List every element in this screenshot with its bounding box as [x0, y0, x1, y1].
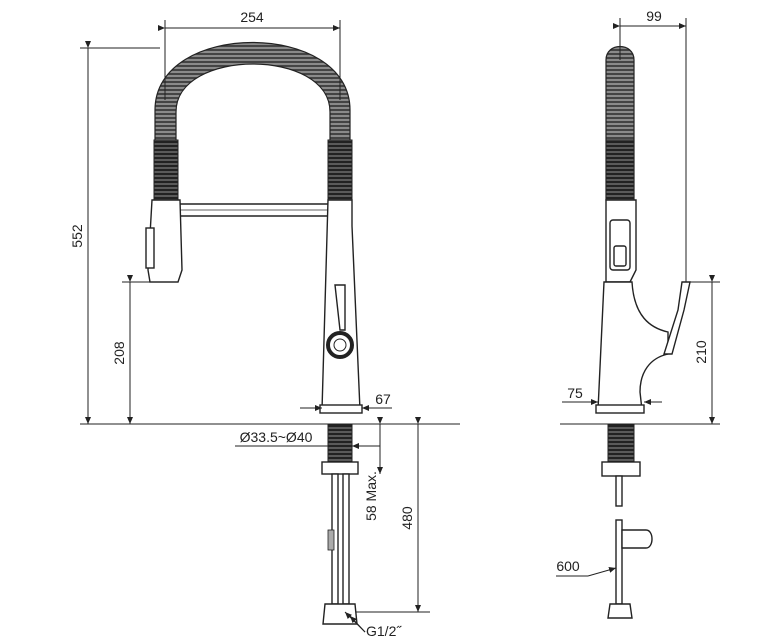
dim-connector: G1/2˝ — [366, 623, 402, 639]
dim-total-height: 552 — [69, 224, 85, 248]
front-view — [80, 41, 460, 625]
handle-front — [334, 284, 346, 331]
dim-spray-height: 208 — [111, 341, 127, 365]
dim-hole-diameter: Ø33.5~Ø40 — [240, 429, 313, 445]
handle-side — [663, 281, 691, 355]
dim-base-width: 67 — [375, 391, 391, 407]
dim-side-handle-height: 210 — [693, 340, 709, 364]
front-dimensions: 254 552 208 67 Ø33.5~Ø40 58 Max. 480 G1/… — [69, 9, 430, 639]
dim-side-depth: 99 — [646, 8, 662, 24]
side-view — [560, 45, 720, 619]
faucet-body-side — [597, 281, 669, 411]
dim-spout-width: 254 — [240, 9, 264, 25]
dim-side-hose: 600 — [556, 558, 580, 574]
spring-coil-front — [154, 41, 351, 201]
side-dimensions: 99 210 75 600 — [556, 8, 720, 577]
dim-deck-thickness: 58 Max. — [363, 471, 379, 521]
dim-hose-length: 480 — [399, 506, 415, 530]
dim-side-base: 75 — [567, 385, 583, 401]
